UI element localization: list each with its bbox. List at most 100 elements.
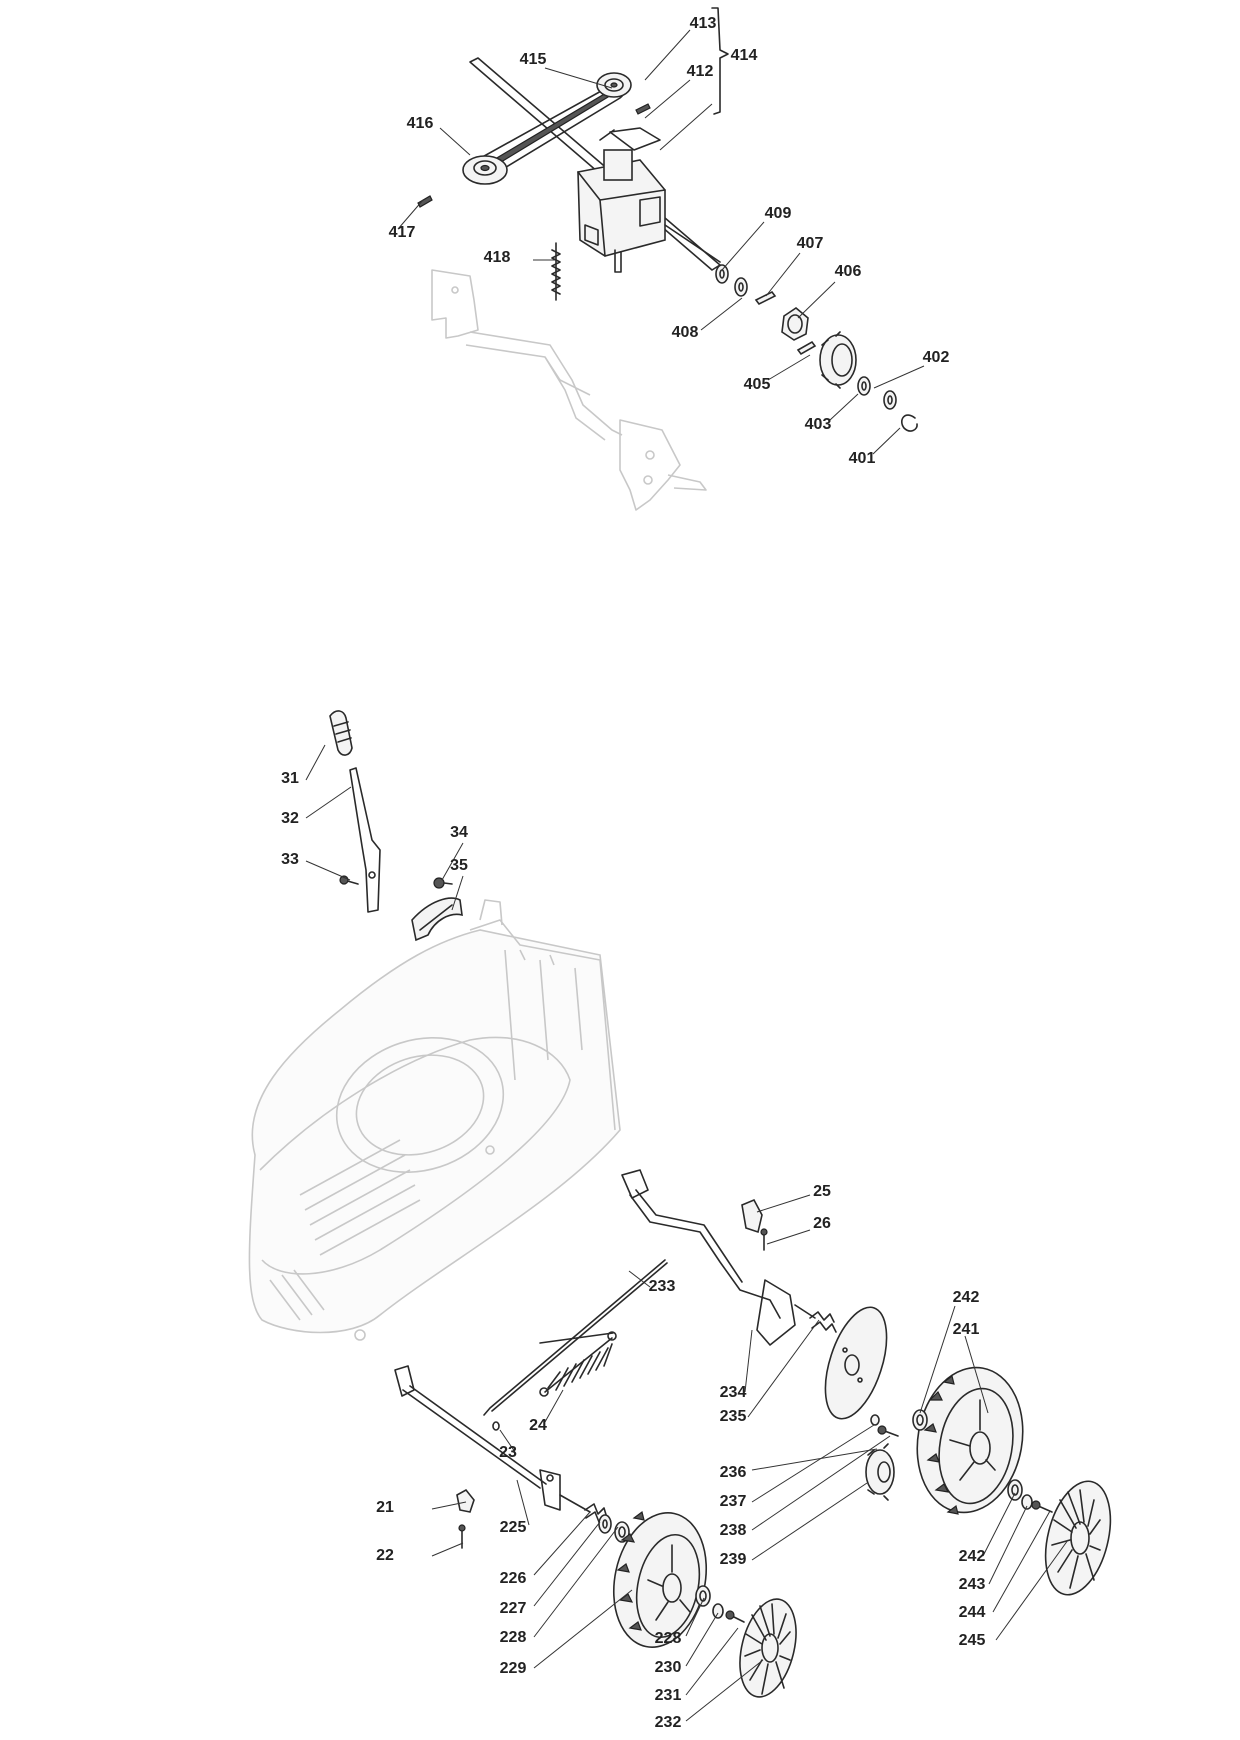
- spring-24: [539, 1331, 617, 1397]
- part-label-228b: 228: [655, 1630, 682, 1647]
- screw-34: [433, 877, 453, 889]
- part-label-228a: 228: [500, 1629, 527, 1646]
- part-label-21: 21: [376, 1499, 394, 1516]
- leader-line-44: [685, 1597, 705, 1637]
- leader-line-18: [441, 842, 464, 881]
- leader-line-1: [544, 67, 613, 89]
- ghost-mower-deck: [248, 899, 621, 1341]
- leader-line-29: [751, 1448, 878, 1471]
- gear-pinion: [819, 331, 857, 389]
- leader-line-41: [533, 1526, 619, 1638]
- leader-line-5: [397, 199, 424, 230]
- leader-line-13: [829, 393, 859, 421]
- leader-line-20: [756, 1194, 811, 1213]
- part-label-409: 409: [765, 205, 792, 222]
- pin-412: [635, 103, 651, 115]
- bolt-244: [1031, 1500, 1053, 1513]
- washer-243: [1021, 1494, 1033, 1510]
- leader-line-25: [744, 1329, 753, 1393]
- pin-417: [417, 195, 433, 208]
- part-label-31: 31: [281, 770, 299, 787]
- part-label-22: 22: [376, 1547, 394, 1564]
- leader-line-22: [628, 1270, 651, 1288]
- bracket-414: [711, 7, 729, 115]
- washer-409: [715, 264, 729, 284]
- part-label-231: 231: [655, 1687, 682, 1704]
- washer-227: [598, 1514, 612, 1534]
- leader-line-12: [767, 354, 811, 381]
- part-labels: 4134144154124164174094074184064084024054…: [281, 15, 985, 1731]
- clip-21: [456, 1488, 475, 1513]
- part-label-401: 401: [849, 450, 876, 467]
- leader-line-14: [872, 427, 901, 455]
- leader-line-9: [797, 281, 836, 319]
- spring-235: [809, 1311, 837, 1333]
- key-407: [754, 290, 777, 306]
- part-label-244: 244: [959, 1604, 986, 1621]
- rear-height-bar: [621, 1169, 816, 1346]
- leader-line-24: [964, 1335, 989, 1414]
- leader-line-47: [685, 1659, 764, 1722]
- bearing-242a: [912, 1409, 928, 1431]
- part-label-238: 238: [720, 1522, 747, 1539]
- leader-line-36: [982, 1492, 1016, 1557]
- leader-line-37: [533, 1511, 591, 1576]
- leader-line-15: [305, 744, 326, 781]
- leader-line-40: [992, 1510, 1051, 1613]
- leader-line-4: [439, 127, 471, 156]
- screw-22: [458, 1524, 466, 1549]
- washer-237: [870, 1414, 880, 1426]
- leader-line-35: [751, 1482, 868, 1561]
- leader-line-19: [451, 875, 464, 911]
- leader-lines: [305, 29, 1069, 1722]
- leader-line-11: [873, 365, 925, 389]
- part-label-412: 412: [687, 63, 714, 80]
- part-label-234: 234: [720, 1384, 747, 1401]
- part-label-235: 235: [720, 1408, 747, 1425]
- part-label-245: 245: [959, 1632, 986, 1649]
- leader-line-21: [766, 1229, 811, 1245]
- top-assembly: [417, 7, 918, 511]
- part-label-229: 229: [500, 1660, 527, 1677]
- part-label-407: 407: [797, 235, 824, 252]
- disc-236: [824, 1306, 888, 1420]
- bearing-242b: [1007, 1479, 1023, 1501]
- leader-line-6: [721, 221, 765, 271]
- part-label-405: 405: [744, 376, 771, 393]
- part-label-33: 33: [281, 851, 299, 868]
- part-label-239: 239: [720, 1551, 747, 1568]
- part-label-232: 232: [655, 1714, 682, 1731]
- leader-line-42: [995, 1539, 1069, 1641]
- screw-26: [760, 1228, 768, 1251]
- part-label-403: 403: [805, 416, 832, 433]
- part-label-236: 236: [720, 1464, 747, 1481]
- part-label-408: 408: [672, 324, 699, 341]
- leader-line-16: [305, 786, 352, 819]
- leader-line-3: [659, 103, 713, 151]
- front-axle-225: [394, 1365, 591, 1513]
- pulley-413: [596, 72, 632, 98]
- part-label-24: 24: [529, 1417, 547, 1434]
- part-label-237: 237: [720, 1493, 747, 1510]
- part-label-414: 414: [731, 47, 758, 64]
- quadrant-35: [411, 897, 463, 942]
- rear-wheel-241: [916, 1366, 1024, 1515]
- washer-23: [492, 1421, 500, 1431]
- leader-line-46: [685, 1627, 739, 1696]
- leader-line-10: [700, 297, 743, 331]
- spring-418: [551, 242, 561, 301]
- gearbox: [577, 127, 721, 273]
- washer-402: [883, 390, 897, 410]
- grip-31: [329, 710, 353, 756]
- part-label-233: 233: [649, 1278, 676, 1295]
- bolt-231: [725, 1610, 745, 1623]
- leader-line-38: [988, 1505, 1028, 1585]
- part-label-418: 418: [484, 249, 511, 266]
- part-label-242a: 242: [953, 1289, 980, 1306]
- leader-line-31: [431, 1501, 467, 1510]
- part-label-241: 241: [953, 1321, 980, 1338]
- part-label-416: 416: [407, 115, 434, 132]
- part-label-417: 417: [389, 224, 416, 241]
- lever-32: [349, 767, 381, 913]
